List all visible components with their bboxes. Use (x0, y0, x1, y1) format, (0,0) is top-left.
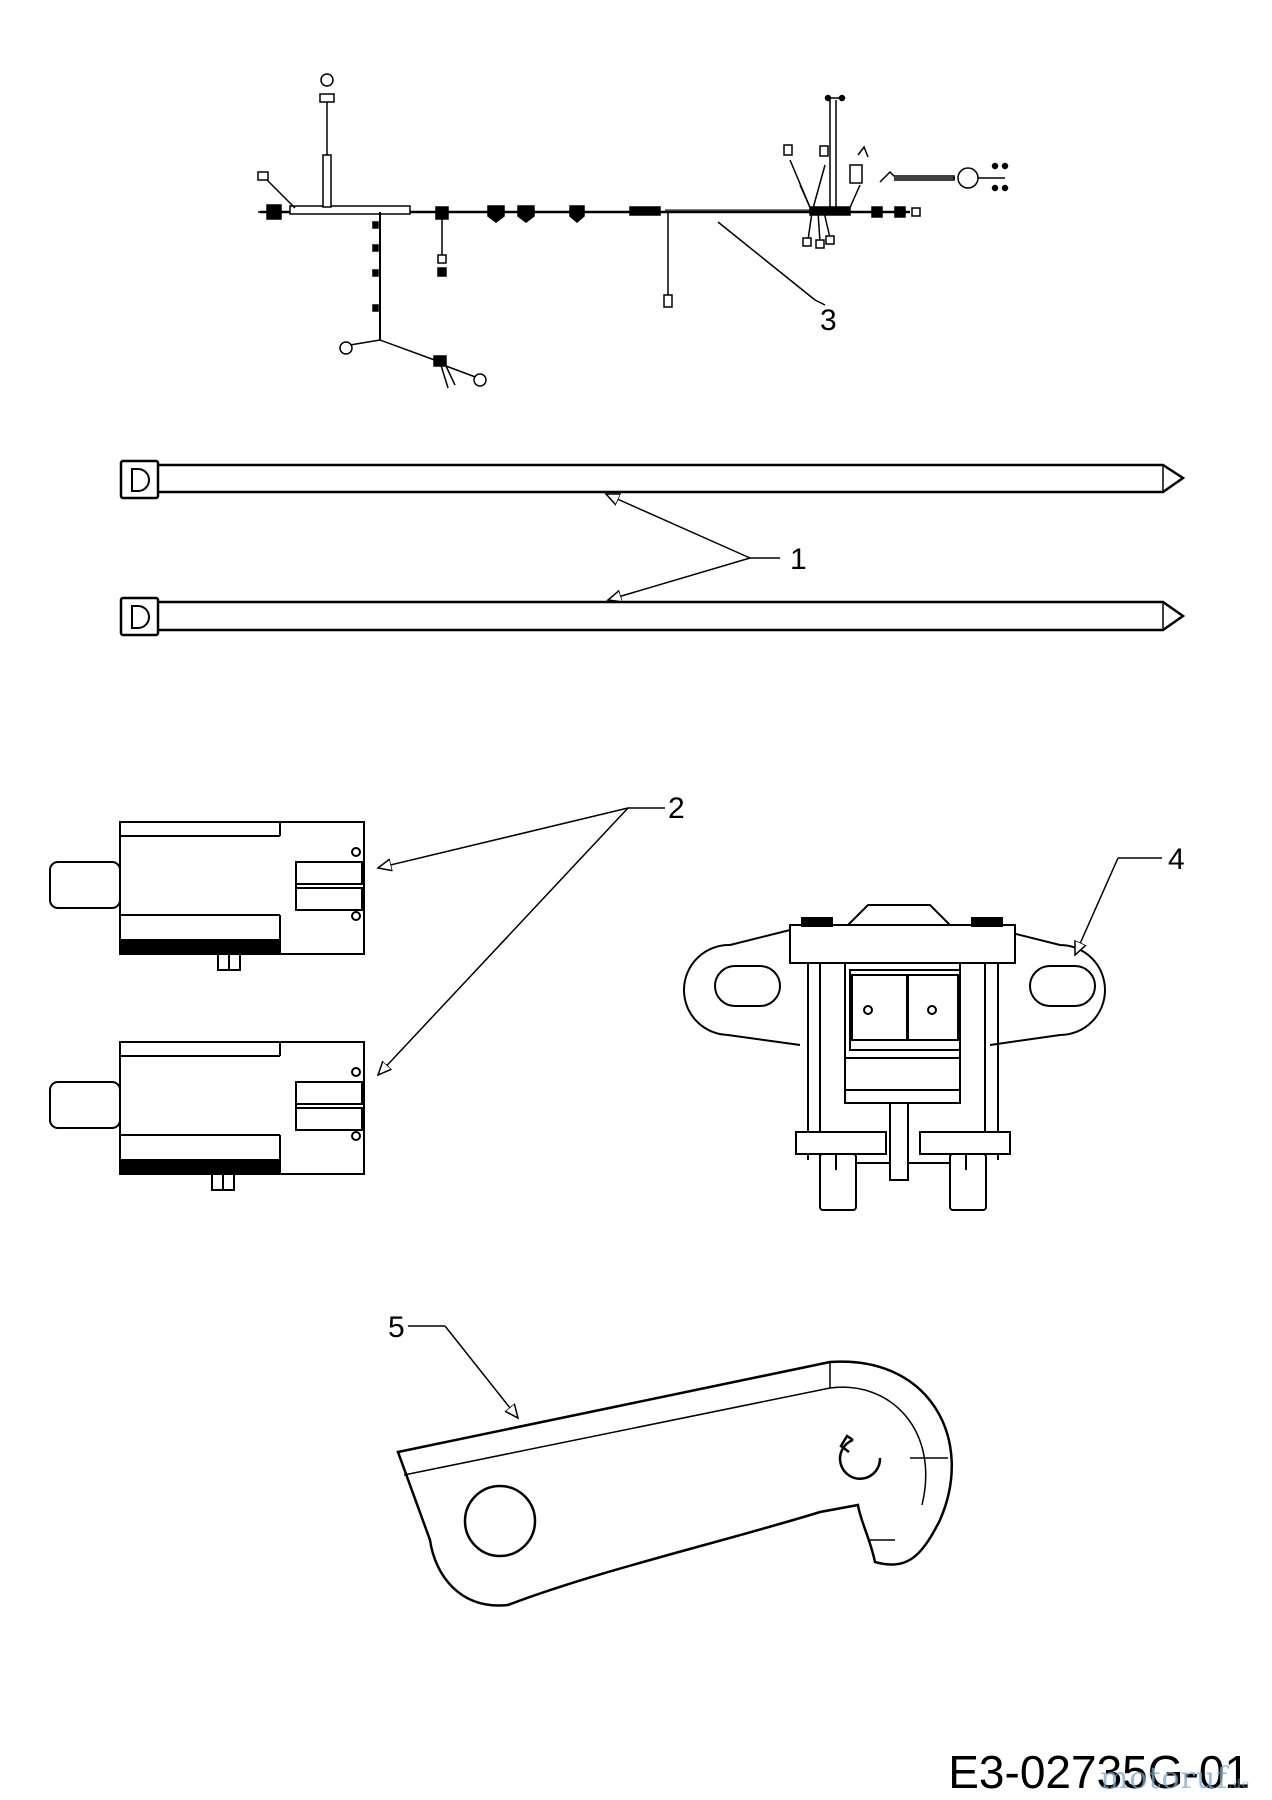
leader-line-4 (1075, 857, 1162, 955)
bracket (396, 1360, 953, 1607)
leader-line-3 (717, 221, 816, 301)
callout-4: 4 (1168, 843, 1185, 876)
leader-line-3b (814, 299, 826, 306)
leader-lines-2 (378, 807, 665, 1075)
cable-tie-2 (119, 596, 1186, 637)
solenoid (683, 904, 1106, 1211)
watermark-logo: motoruf.de (1100, 1761, 1250, 1796)
switch-upper (49, 821, 365, 971)
wiring-harness (257, 73, 1009, 389)
watermark-suffix: .de (1228, 1777, 1250, 1791)
watermark-text: motoruf (1099, 1761, 1229, 1796)
drawing-number: E3-02735G-01 (948, 1746, 1250, 1798)
leader-line-5 (408, 1325, 518, 1418)
callout-2: 2 (668, 792, 685, 825)
cable-tie-1 (119, 459, 1186, 500)
leader-lines-1 (606, 494, 780, 600)
switch-lower (49, 1041, 365, 1191)
callout-5: 5 (388, 1311, 405, 1344)
callout-1: 1 (790, 543, 807, 576)
callout-3: 3 (820, 304, 837, 337)
